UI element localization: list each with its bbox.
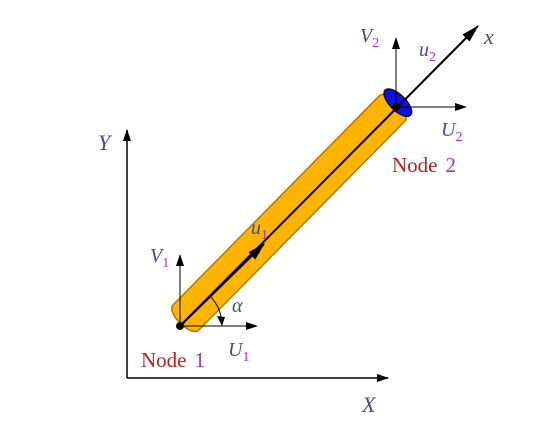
node1-u-arrow [179,243,265,327]
node1-dot [176,322,184,330]
bar-body [171,93,407,333]
node1-label: Node 1 [141,348,205,372]
node1-U-sub: 1 [242,350,249,365]
node1-U-letter: U [228,339,244,361]
node1-u-letter: u [251,217,261,239]
node2-u-sub: 2 [429,50,436,65]
node1-u-sub: 1 [261,228,268,243]
node2-u-letter: u [419,39,429,61]
node2-label-number: 2 [446,153,457,177]
angle-alpha-label: α [232,295,243,317]
node2-label-word: Node [392,153,438,177]
global-y-label: Y [98,130,113,155]
node2-label: Node 2 [392,153,456,177]
bar-element [171,88,413,333]
bar-end-cap [383,88,413,117]
local-x-label: x [483,24,494,49]
node2-U-letter: U [441,119,457,141]
node2-V-sub: 2 [372,36,379,51]
node2-U-label: U2 [441,119,462,145]
node1-u-label: u1 [251,217,268,243]
node2-V-letter: V [360,25,375,47]
local-x-axis [179,25,479,327]
node2-dot [392,103,400,111]
node1-V-letter: V [150,245,165,267]
node1-label-word: Node [141,348,187,372]
node1-V-label: V1 [150,245,169,271]
node2-U-sub: 2 [455,130,462,145]
node1-label-number: 1 [195,348,206,372]
global-x-label: X [361,392,377,417]
node2-u-label: u2 [419,39,436,65]
node1-U-label: U1 [228,339,249,365]
angle-arc-arrowhead [217,316,225,326]
node1-V-sub: 1 [162,256,169,271]
node2-V-label: V2 [360,25,379,51]
